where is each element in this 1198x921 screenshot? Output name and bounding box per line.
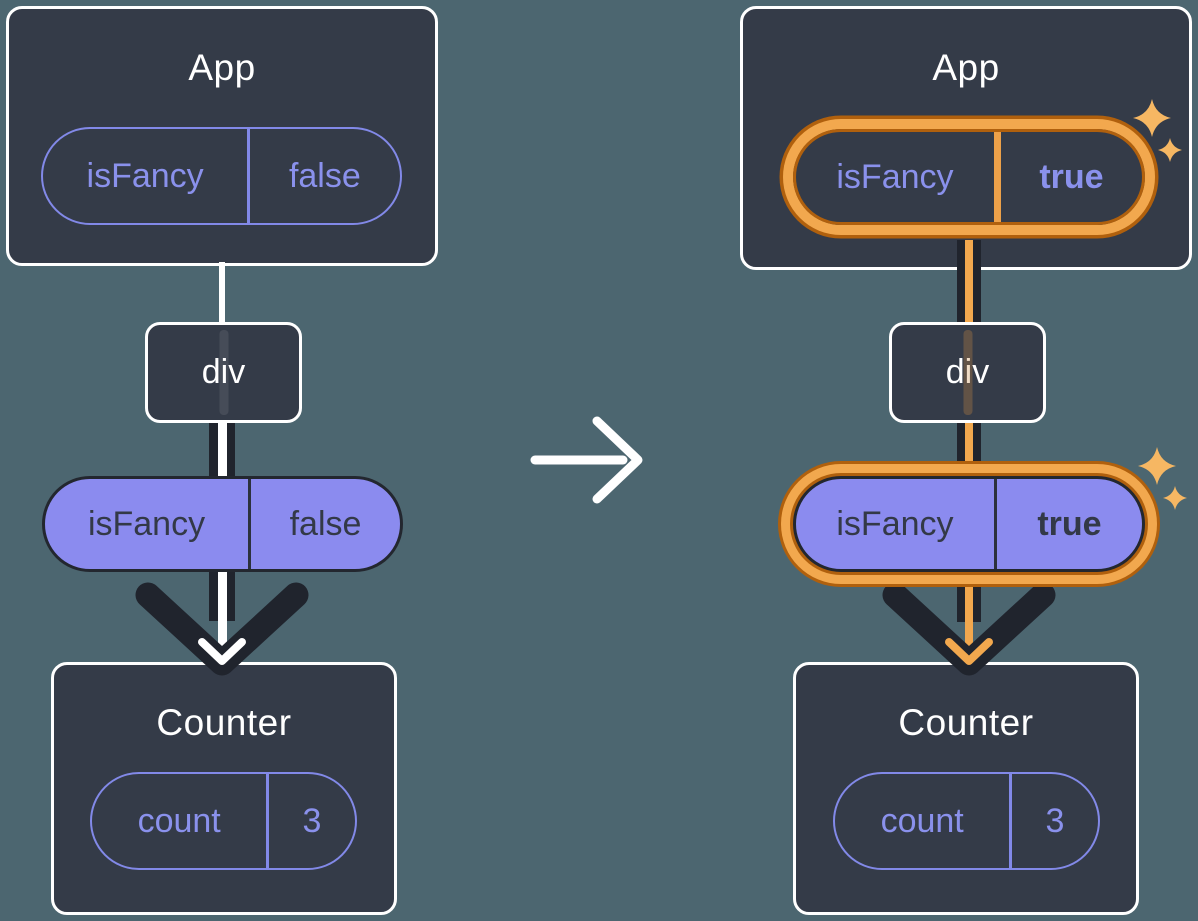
prop-value: true bbox=[1037, 504, 1102, 543]
div-node: div bbox=[889, 322, 1046, 423]
counter-state-pill: count 3 bbox=[90, 772, 357, 870]
pill-divider bbox=[993, 132, 1001, 222]
passed-prop-pill: isFancy false bbox=[42, 476, 403, 572]
pill-divider bbox=[266, 774, 269, 868]
counter-node-title: Counter bbox=[898, 702, 1034, 743]
div-node-title: div bbox=[945, 353, 990, 391]
connector-through-div bbox=[963, 330, 972, 415]
sparkles-icon bbox=[1133, 99, 1182, 162]
passed-prop-pill-highlighted: isFancy true bbox=[793, 476, 1145, 572]
app-prop-pill: isFancy false bbox=[41, 127, 402, 225]
prop-value: true bbox=[1039, 157, 1104, 196]
div-node: div bbox=[145, 322, 302, 423]
prop-key: isFancy bbox=[836, 504, 954, 543]
div-node-title: div bbox=[201, 353, 246, 391]
pill-divider bbox=[248, 479, 252, 569]
connector-through-div bbox=[219, 330, 228, 415]
transition-arrow-icon bbox=[530, 416, 643, 504]
counter-node-title: Counter bbox=[156, 702, 292, 743]
prop-key: isFancy bbox=[86, 156, 204, 195]
pill-divider bbox=[247, 129, 250, 223]
prop-value: false bbox=[289, 504, 362, 543]
state-key: count bbox=[137, 801, 221, 840]
app-prop-pill-highlighted: isFancy true bbox=[793, 129, 1145, 225]
app-node-title: App bbox=[188, 47, 256, 88]
pill-divider bbox=[1009, 774, 1012, 868]
state-value: 3 bbox=[1045, 801, 1065, 840]
arrow-down-tip-icon bbox=[198, 638, 246, 665]
prop-value: false bbox=[288, 156, 361, 195]
state-value: 3 bbox=[302, 801, 322, 840]
prop-key: isFancy bbox=[87, 504, 206, 543]
prop-key: isFancy bbox=[836, 157, 954, 196]
arrow-down-tip-icon bbox=[945, 638, 993, 665]
sparkles-icon bbox=[1138, 447, 1187, 510]
app-node-title: App bbox=[932, 47, 1000, 88]
pill-divider bbox=[993, 479, 997, 569]
counter-state-pill: count 3 bbox=[833, 772, 1100, 870]
connector-core bbox=[965, 240, 973, 655]
connector-app-div bbox=[219, 262, 225, 326]
state-key: count bbox=[880, 801, 964, 840]
